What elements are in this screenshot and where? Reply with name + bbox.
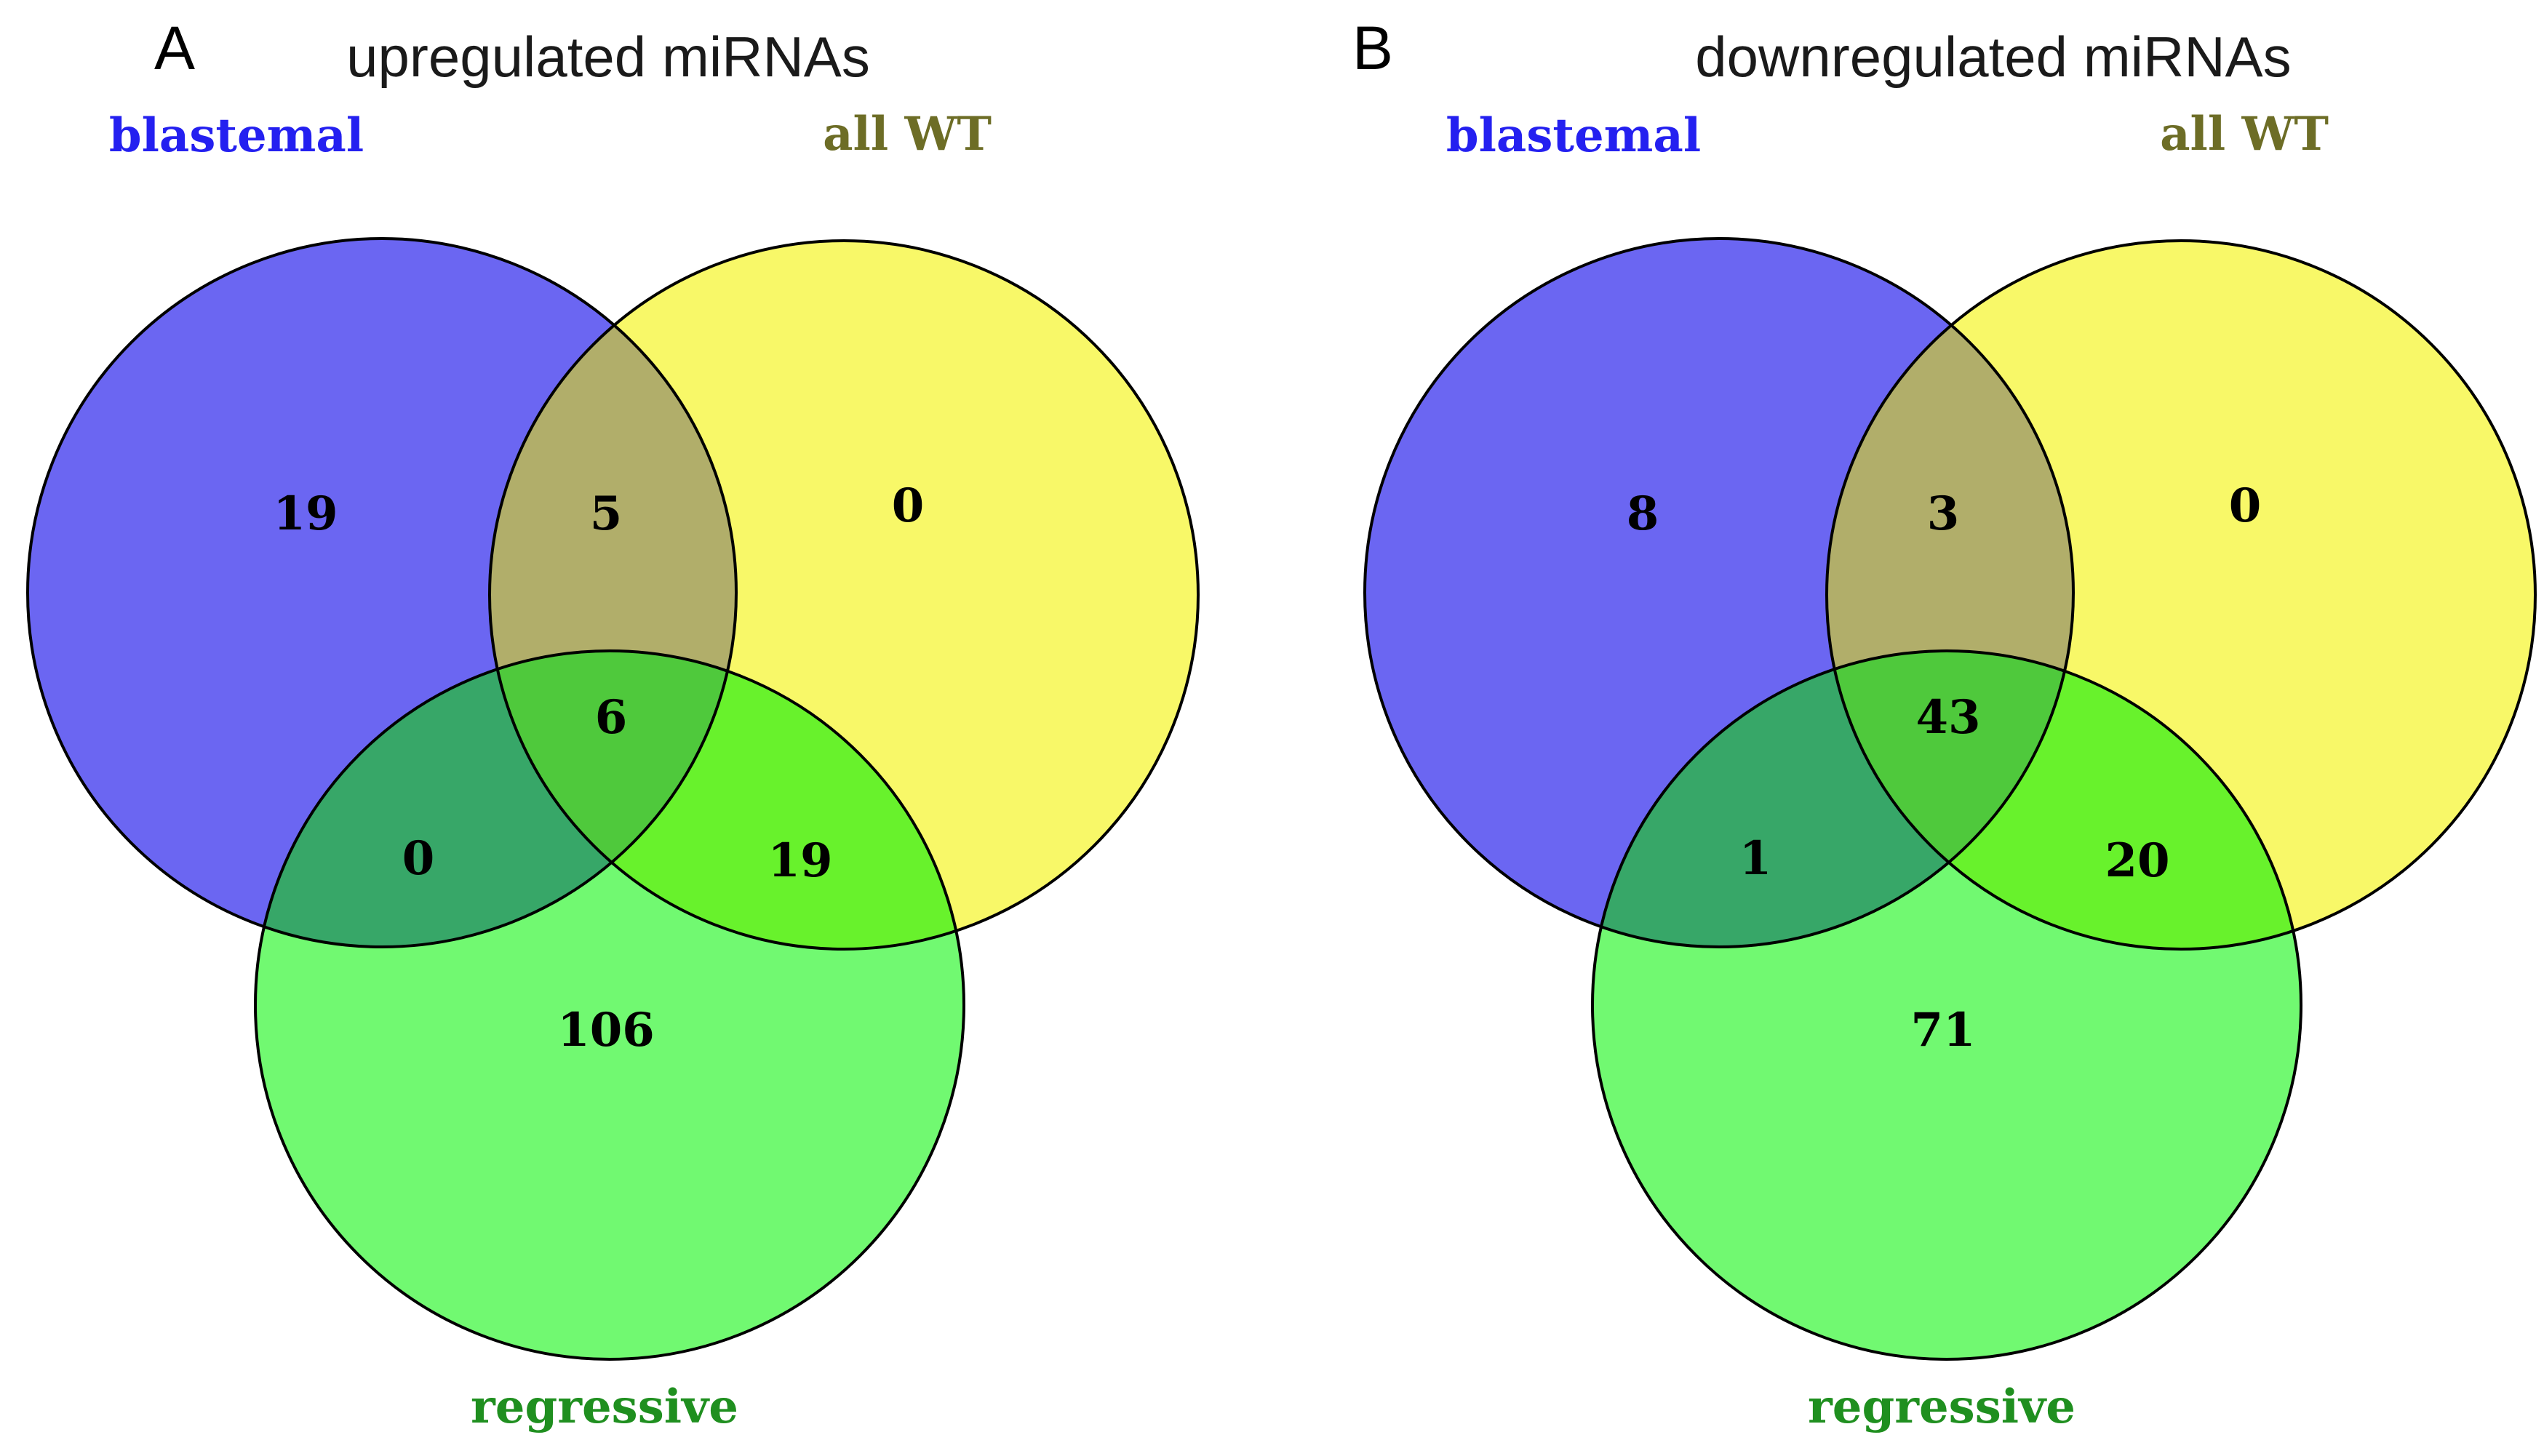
regressive-label: regressive — [471, 1380, 738, 1434]
count-blastemal-only: 19 — [273, 487, 338, 541]
count-all-three: 43 — [1915, 690, 1980, 745]
blastemal-regressive-overlap — [1592, 651, 2073, 947]
panel-b-letter: B — [1352, 14, 1393, 82]
count-blastemal-regressive: 1 — [1739, 831, 1772, 886]
allwt-regressive-overlap — [1827, 651, 2301, 949]
all-wt-circle-outline — [1825, 239, 2537, 951]
all-wt-label: all WT — [2160, 107, 2329, 161]
panel-b: B downregulated miRNAs blastemal all WT … — [1352, 14, 2537, 1434]
panel-b-title: downregulated miRNAs — [1695, 25, 2291, 89]
count-allwt-only: 0 — [892, 479, 925, 533]
blastemal-circle-outline — [1363, 237, 2075, 948]
allwt-regressive-overlap — [490, 651, 964, 949]
count-blastemal-only: 8 — [1627, 487, 1659, 541]
blastemal-label: blastemal — [1446, 108, 1701, 163]
panel-a-letter: A — [154, 14, 195, 82]
all-wt-label: all WT — [823, 107, 992, 161]
blastemal-label: blastemal — [109, 108, 364, 163]
count-blastemal-regressive: 0 — [402, 831, 435, 886]
count-allwt-regressive: 20 — [2105, 833, 2169, 888]
regressive-label: regressive — [1808, 1380, 2076, 1434]
panel-a-title: upregulated miRNAs — [346, 25, 870, 89]
count-blastemal-allwt: 5 — [590, 487, 623, 541]
blastemal-circle-outline — [26, 237, 738, 948]
count-allwt-regressive: 19 — [767, 833, 832, 888]
count-allwt-only: 0 — [2229, 479, 2262, 533]
regressive-circle-outline — [254, 649, 965, 1361]
all-wt-circle-outline — [488, 239, 1200, 951]
count-blastemal-allwt: 3 — [1927, 487, 1960, 541]
blastemal-regressive-overlap — [255, 651, 736, 947]
panel-a: A upregulated miRNAs blastemal all WT re… — [26, 14, 1200, 1434]
count-regressive-only: 106 — [557, 1003, 655, 1057]
count-all-three: 6 — [595, 690, 628, 745]
regressive-circle-outline — [1591, 649, 2302, 1361]
count-regressive-only: 71 — [1910, 1003, 1975, 1057]
